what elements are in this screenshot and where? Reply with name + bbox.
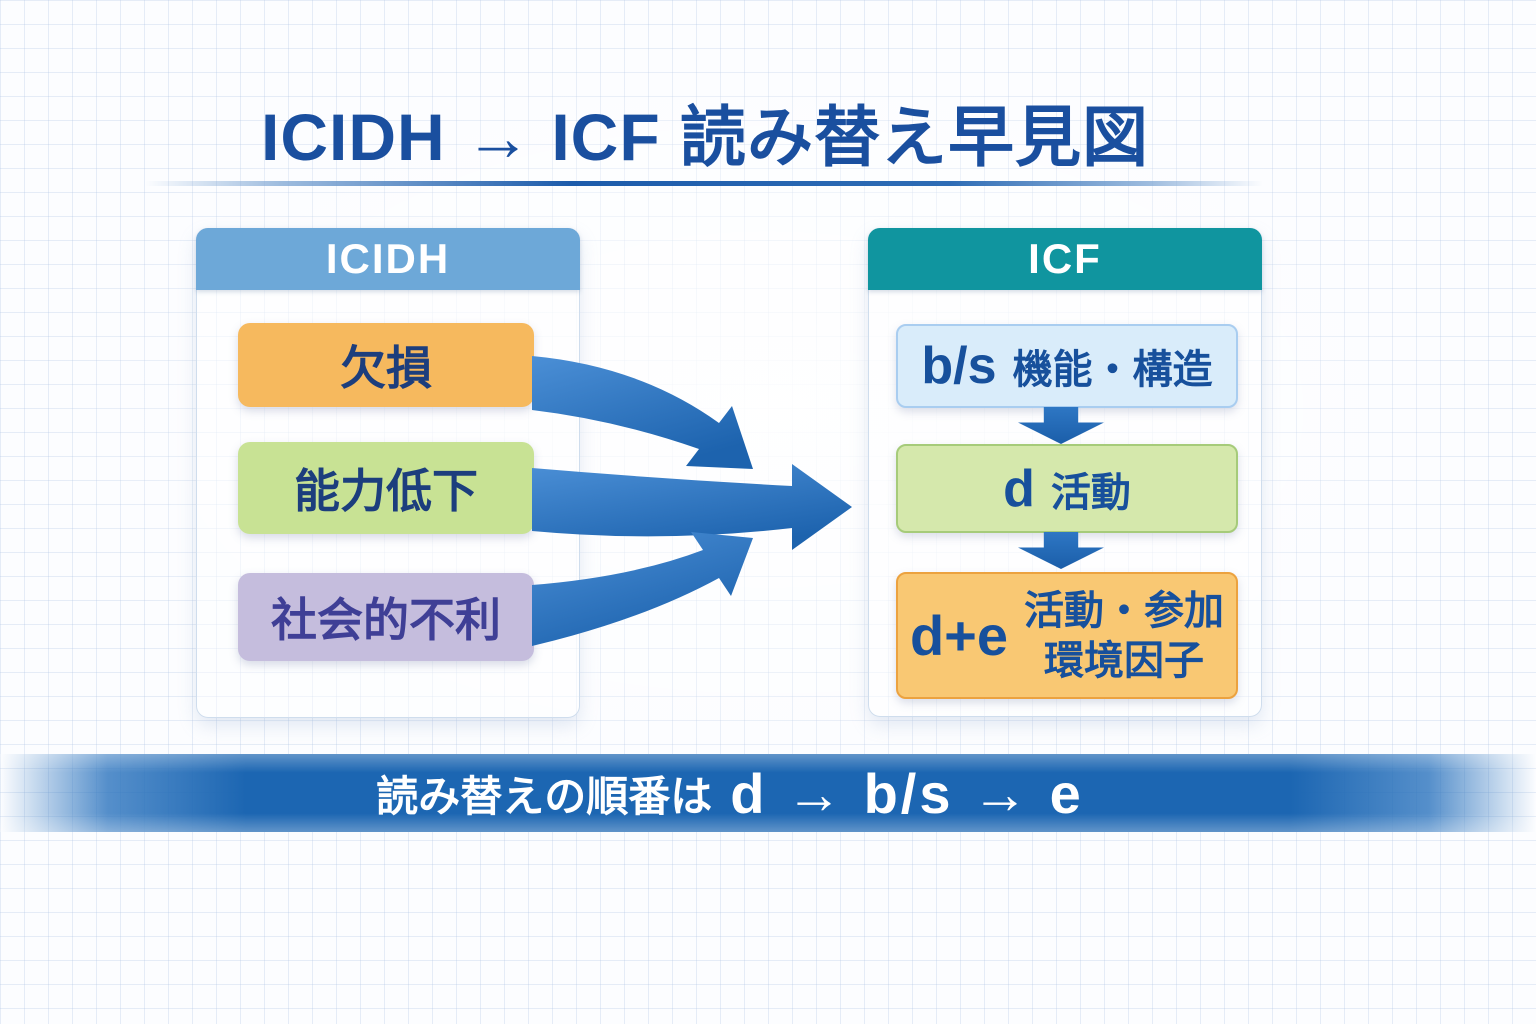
icidh-panel: ICIDH 欠損 能力低下 社会的不利: [196, 228, 580, 718]
icf-item-participation-environment: d+e 活動・参加 環境因子: [896, 572, 1238, 699]
icidh-item-impairment: 欠損: [238, 323, 534, 407]
icidh-item-disability: 能力低下: [238, 442, 534, 534]
icf-item-environment-label: 環境因子: [1044, 638, 1205, 683]
icidh-item-handicap: 社会的不利: [238, 573, 534, 661]
bottom-banner-text: 読み替えの順番は d → b/s → e: [376, 761, 1084, 826]
icf-item-participation-environment-labels: 活動・参加 環境因子: [1024, 586, 1224, 686]
icidh-item-handicap-label: 社会的不利: [271, 594, 501, 646]
icidh-item-disability-label: 能力低下: [294, 465, 478, 517]
icf-item-function-structure: b/s 機能・構造: [896, 324, 1238, 408]
icf-item-participation-environment-code: d+e: [909, 604, 1009, 667]
down-arrow-icon: [1018, 532, 1104, 569]
icf-item-activity-label: 活動: [1050, 470, 1131, 515]
down-arrow-icon: [1018, 407, 1104, 444]
title-underline: [145, 181, 1263, 186]
curved-arrow-top-icon: [532, 356, 753, 469]
icf-item-function-structure-code: b/s: [921, 337, 997, 395]
icf-panel-header: ICF: [868, 228, 1262, 290]
bottom-banner: 読み替えの順番は d → b/s → e: [0, 754, 1536, 832]
icidh-panel-header: ICIDH: [196, 228, 580, 290]
icf-item-participation-label: 活動・参加: [1024, 588, 1225, 633]
straight-arrow-middle-icon: [532, 464, 852, 550]
icf-item-function-structure-label: 機能・構造: [1012, 348, 1213, 392]
curved-arrow-bottom-icon: [532, 532, 753, 646]
banner-prefix-label: 読み替えの順番は: [376, 772, 713, 820]
page-title: ICIDH → ICF 読み替え早見図: [261, 100, 1149, 174]
icf-item-activity: d 活動: [896, 444, 1238, 533]
flow-arrows: [532, 356, 852, 646]
banner-sequence-label: d → b/s → e: [730, 761, 1084, 825]
icf-item-activity-code: d: [1003, 459, 1035, 518]
icf-panel: ICF b/s 機能・構造 d 活動 d+e 活動・参加 環境因子: [868, 228, 1262, 717]
icidh-item-impairment-label: 欠損: [340, 342, 432, 394]
